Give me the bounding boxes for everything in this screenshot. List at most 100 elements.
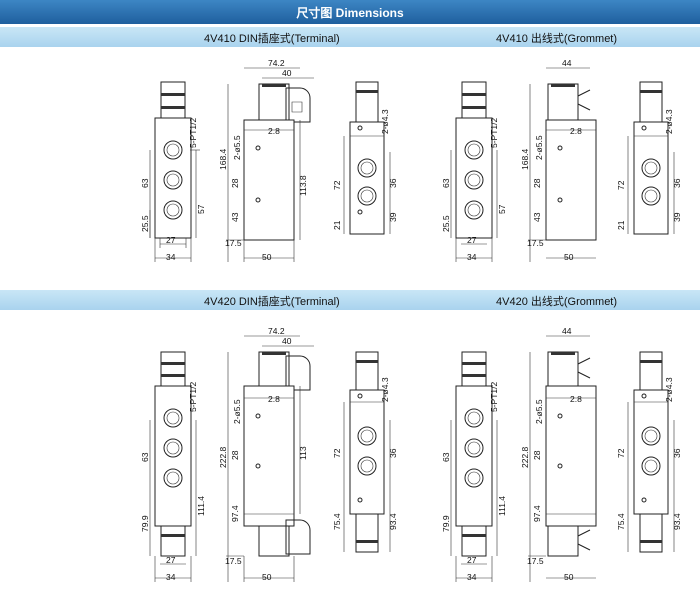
dim-width-27: 27 <box>166 235 176 245</box>
dim-28-420: 28 <box>230 450 240 460</box>
dim-113-8: 113.8 <box>298 175 308 196</box>
dim-75-4-420: 75.4 <box>332 513 342 530</box>
dim-port: 5-PT1/2 <box>188 117 198 148</box>
dim-44-420: 44 <box>562 326 572 336</box>
dim-17-5: 17.5 <box>225 238 242 248</box>
section-title-4v410-grommet: 4V410 出线式(Grommet) <box>496 33 618 45</box>
dim-hole-5-5-420: 2-ø5.5 <box>232 399 242 424</box>
dim-28-g-420: 28 <box>532 450 542 460</box>
end-view-grommet-420 <box>628 352 674 552</box>
end-view-grommet <box>628 82 674 234</box>
dim-63-420: 63 <box>140 452 150 462</box>
dim-2-8: 2.8 <box>268 126 280 136</box>
dim-40: 40 <box>282 68 292 78</box>
dim-width-27-g: 27 <box>467 235 477 245</box>
dim-50: 50 <box>262 252 272 262</box>
dim-width-34: 34 <box>166 252 176 262</box>
dim-36-g: 36 <box>672 178 682 188</box>
dim-44: 44 <box>562 58 572 68</box>
dim-width-34-g: 34 <box>467 252 477 262</box>
dim-port-420: 5-PT1/2 <box>188 381 198 412</box>
dim-93-4-g-420: 93.4 <box>672 513 682 530</box>
dim-97-4-420: 97.4 <box>230 505 240 522</box>
dim-113-420: 113 <box>298 446 308 460</box>
section-title-4v420-terminal: 4V420 DIN插座式(Terminal) <box>204 296 340 308</box>
dim-36-g-420: 36 <box>672 448 682 458</box>
end-view-terminal-420 <box>344 352 390 552</box>
dim-79-9-420: 79.9 <box>140 515 150 532</box>
dim-34-420: 34 <box>166 572 176 582</box>
dim-height-25-5: 25.5 <box>140 215 150 232</box>
side-view-grommet-420 <box>528 336 596 582</box>
dim-72-420: 72 <box>332 448 342 458</box>
dim-21-g: 21 <box>616 220 626 230</box>
dim-27-g-420: 27 <box>467 555 477 565</box>
end-view-terminal <box>344 82 390 234</box>
dim-40-420: 40 <box>282 336 292 346</box>
dim-79-9-g-420: 79.9 <box>441 515 451 532</box>
dim-hole-5-5-g-420: 2-ø5.5 <box>534 399 544 424</box>
section-title-4v410-terminal: 4V410 DIN插座式(Terminal) <box>204 33 340 45</box>
dim-50-g: 50 <box>564 252 574 262</box>
dim-hole-5-5: 2-ø5.5 <box>232 135 242 160</box>
dim-height-57-g: 57 <box>497 204 507 214</box>
dim-height-63: 63 <box>140 178 150 188</box>
dim-74-2-420: 74.2 <box>268 326 285 336</box>
dim-height-25-5-g: 25.5 <box>441 215 451 232</box>
drawing-4v410: 5-PT1/2 63 25.5 57 27 34 74.2 40 2-ø5.5 … <box>140 58 682 262</box>
dim-hole-4-3: 2-ø4.3 <box>380 109 390 134</box>
front-view-grommet-420 <box>451 352 497 582</box>
dim-17-5-g-420: 17.5 <box>527 556 544 566</box>
dim-75-4-g-420: 75.4 <box>616 513 626 530</box>
dim-74-2: 74.2 <box>268 58 285 68</box>
dim-43: 43 <box>230 212 240 222</box>
side-view-terminal-420 <box>226 336 314 582</box>
front-view-terminal-420 <box>150 352 196 582</box>
dim-72: 72 <box>332 180 342 190</box>
dim-72-g: 72 <box>616 180 626 190</box>
side-view-terminal <box>226 68 314 262</box>
dim-39-g: 39 <box>672 212 682 222</box>
dim-39: 39 <box>388 212 398 222</box>
dim-36: 36 <box>388 178 398 188</box>
page-title: 尺寸图 Dimensions <box>296 5 404 20</box>
section-header-top: 4V410 DIN插座式(Terminal) 4V410 出线式(Grommet… <box>0 27 700 47</box>
dim-height-63-g: 63 <box>441 178 451 188</box>
front-view-terminal <box>150 82 200 262</box>
dim-222-8-g-420: 222.8 <box>520 446 530 468</box>
dim-222-8-420: 222.8 <box>218 446 228 468</box>
dim-hole-4-3-g: 2-ø4.3 <box>664 109 674 134</box>
dim-2-8-420: 2.8 <box>268 394 280 404</box>
dim-97-4-g-420: 97.4 <box>532 505 542 522</box>
header-bar: 尺寸图 Dimensions <box>0 0 700 24</box>
dim-hole-4-3-g-420: 2-ø4.3 <box>664 377 674 402</box>
section-title-4v420-grommet: 4V420 出线式(Grommet) <box>496 296 618 308</box>
dim-63-g-420: 63 <box>441 452 451 462</box>
dim-27-420: 27 <box>166 555 176 565</box>
dim-17-5-420: 17.5 <box>225 556 242 566</box>
dim-height-57: 57 <box>196 204 206 214</box>
dim-168-4-g: 168.4 <box>520 148 530 170</box>
dim-43-g: 43 <box>532 212 542 222</box>
dim-111-4-g-420: 111.4 <box>497 496 507 516</box>
dim-72-g-420: 72 <box>616 448 626 458</box>
dim-2-8-g-420: 2.8 <box>570 394 582 404</box>
dim-port-g: 5-PT1/2 <box>489 117 499 148</box>
dim-93-4-420: 93.4 <box>388 513 398 530</box>
dim-28-g: 28 <box>532 178 542 188</box>
dim-port-g-420: 5-PT1/2 <box>489 381 499 412</box>
dim-17-5-g: 17.5 <box>527 238 544 248</box>
dim-36-420: 36 <box>388 448 398 458</box>
dim-21: 21 <box>332 220 342 230</box>
dim-50-g-420: 50 <box>564 572 574 582</box>
dim-168-4: 168.4 <box>218 148 228 170</box>
dim-hole-5-5-g: 2-ø5.5 <box>534 135 544 160</box>
dim-50-420: 50 <box>262 572 272 582</box>
front-view-grommet <box>451 82 497 262</box>
dim-34-g-420: 34 <box>467 572 477 582</box>
side-view-grommet <box>528 68 596 262</box>
dim-28: 28 <box>230 178 240 188</box>
dim-2-8-g: 2.8 <box>570 126 582 136</box>
section-header-bottom: 4V420 DIN插座式(Terminal) 4V420 出线式(Grommet… <box>0 290 700 310</box>
